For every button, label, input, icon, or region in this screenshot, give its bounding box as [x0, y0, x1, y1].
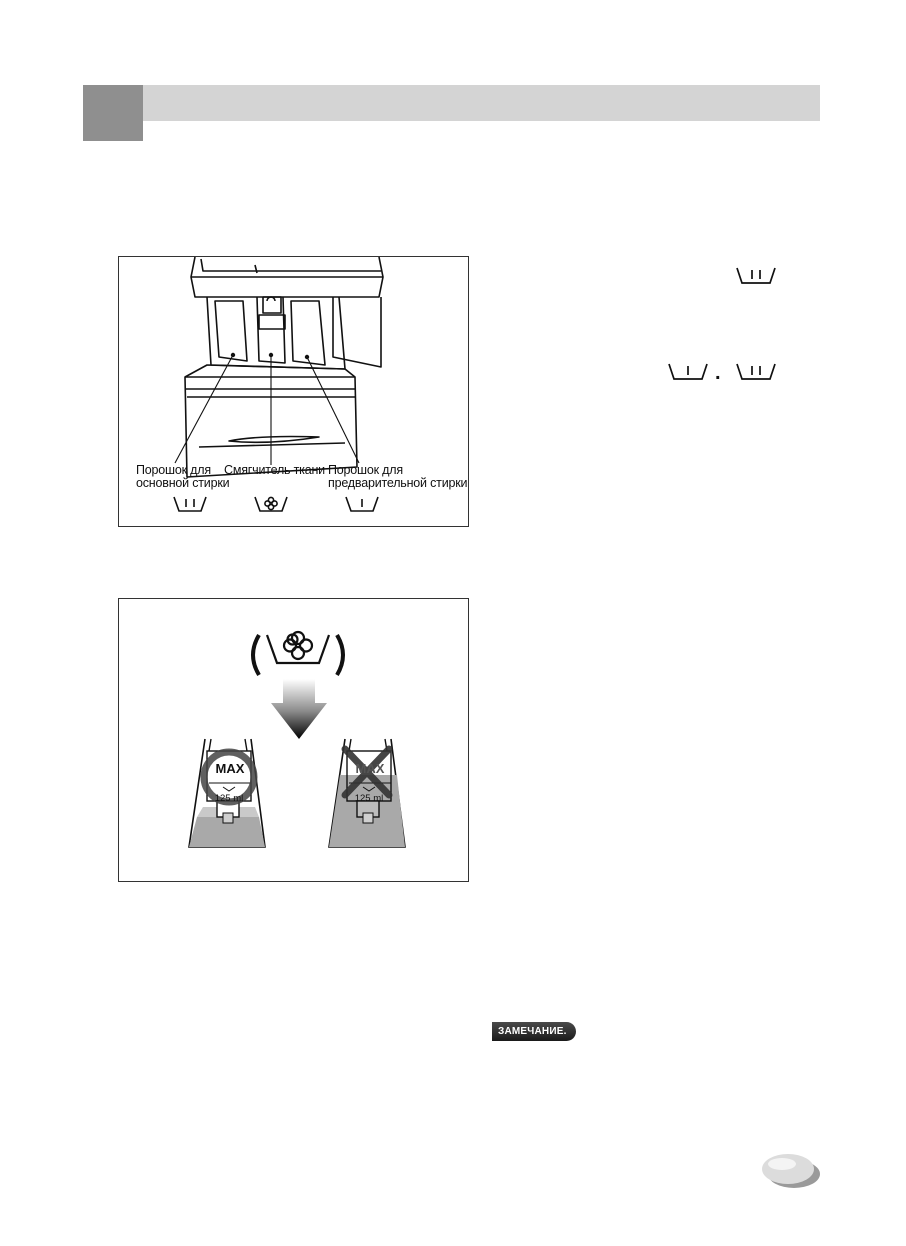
- detergent-drawer-figure: Порошок для основной стирки Смягчитель т…: [118, 256, 469, 527]
- main-wash-icon: [736, 267, 776, 284]
- volume-label-ok: 125 ml: [214, 793, 244, 804]
- max-label-overfilled: MAX: [355, 761, 385, 776]
- prewash-label: Порошок для предварительной стирки: [328, 463, 468, 490]
- softener-icon: [251, 630, 345, 677]
- prewash-icon: [668, 363, 708, 380]
- softener-max-illustration: [188, 630, 406, 848]
- cross-no-icon: [341, 745, 393, 799]
- section-header-square: [83, 85, 143, 141]
- softener-container-ok: [188, 738, 266, 848]
- section-header-bar: [83, 85, 820, 121]
- symbol-separator: .: [715, 362, 721, 384]
- down-arrow-icon: [271, 679, 327, 739]
- note-badge: ЗАМЕЧАНИЕ.: [492, 1022, 576, 1041]
- prewash-icon: [345, 496, 379, 512]
- softener-container-overfilled: [328, 738, 406, 848]
- main-wash-label: Порошок для основной стирки: [136, 463, 230, 490]
- main-wash-icon: [736, 363, 776, 380]
- page-number-bubble: [762, 1154, 820, 1188]
- detergent-drawer-illustration: [173, 257, 384, 512]
- softener-max-figure: MAX 125 ml MAX 125 ml: [118, 598, 469, 882]
- circle-ok-icon: [200, 748, 258, 806]
- softener-label: Смягчитель ткани: [224, 463, 325, 477]
- main-wash-icon: [173, 496, 207, 512]
- volume-label-overfilled: 125 ml: [354, 793, 384, 804]
- softener-icon: [254, 496, 288, 512]
- max-label-ok: MAX: [215, 761, 245, 776]
